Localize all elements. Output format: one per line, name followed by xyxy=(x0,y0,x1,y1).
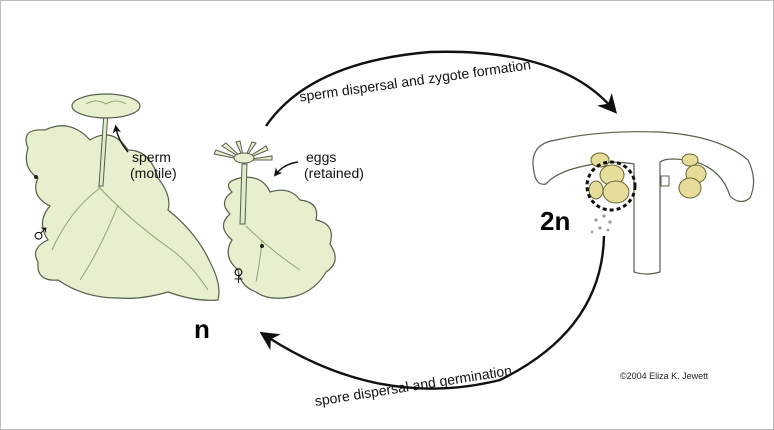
male-thallus xyxy=(25,93,220,301)
eggs-label: eggs xyxy=(306,149,336,165)
male-thallus-body xyxy=(25,125,220,301)
sporangium xyxy=(681,153,699,167)
copyright-credit: ©2004 Eliza K. Jewett xyxy=(620,371,709,381)
bottom-arrow-label: spore dispersal and germination xyxy=(314,362,513,409)
sporangium xyxy=(602,180,630,204)
haploid-label: n xyxy=(194,314,210,344)
spore-dispersal-arrow xyxy=(259,235,606,390)
antheridial-disc xyxy=(71,93,141,119)
fertilization-arrow xyxy=(265,50,618,127)
archegoniophore-stalk xyxy=(239,163,248,225)
male-symbol: ♂ xyxy=(30,217,51,248)
male-midrib xyxy=(51,185,209,291)
sporangium xyxy=(588,180,604,200)
female-symbol: ♀ xyxy=(228,259,249,290)
eggs-sublabel: (retained) xyxy=(304,165,364,181)
female-thallus-body xyxy=(222,176,336,299)
sporophyte-highlight-circle xyxy=(585,160,637,212)
sporophyte-structure xyxy=(532,131,755,275)
sperm-label: sperm xyxy=(132,149,171,165)
diploid-label: 2n xyxy=(540,206,570,236)
sperm-sublabel: (motile) xyxy=(130,165,177,181)
archegoniophore-cap xyxy=(532,131,755,275)
sperm-pointer-arrow xyxy=(112,124,129,153)
female-thallus xyxy=(213,140,336,299)
top-arrow-label: sperm dispersal and zygote formation xyxy=(298,56,531,104)
released-spores xyxy=(590,214,612,234)
sporangium xyxy=(678,177,702,199)
eggs-pointer-arrow xyxy=(273,161,299,177)
